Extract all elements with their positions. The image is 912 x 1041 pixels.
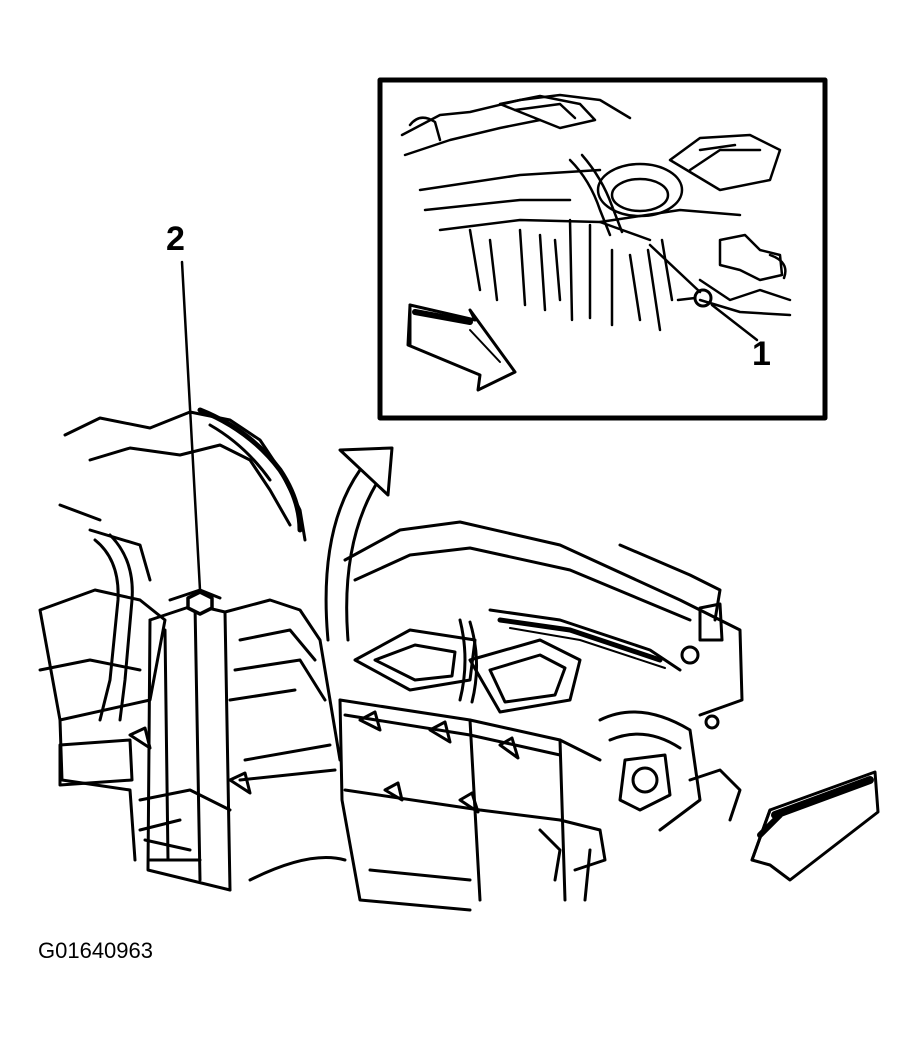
detail-inset-frame	[377, 77, 828, 421]
callout-1-leader	[710, 303, 759, 342]
callout-label-2: 2	[166, 220, 185, 258]
part-2-fastener	[186, 590, 214, 616]
main-hvac-assembly	[38, 407, 744, 912]
inset-direction-arrow	[406, 303, 517, 392]
callout-label-1: 1	[752, 335, 771, 373]
inset-hvac-detail	[400, 93, 792, 332]
figure-id: G01640963	[38, 938, 153, 963]
main-direction-arrow	[750, 770, 880, 882]
callout-2-leader	[180, 260, 202, 592]
reference-arrow	[324, 446, 394, 642]
